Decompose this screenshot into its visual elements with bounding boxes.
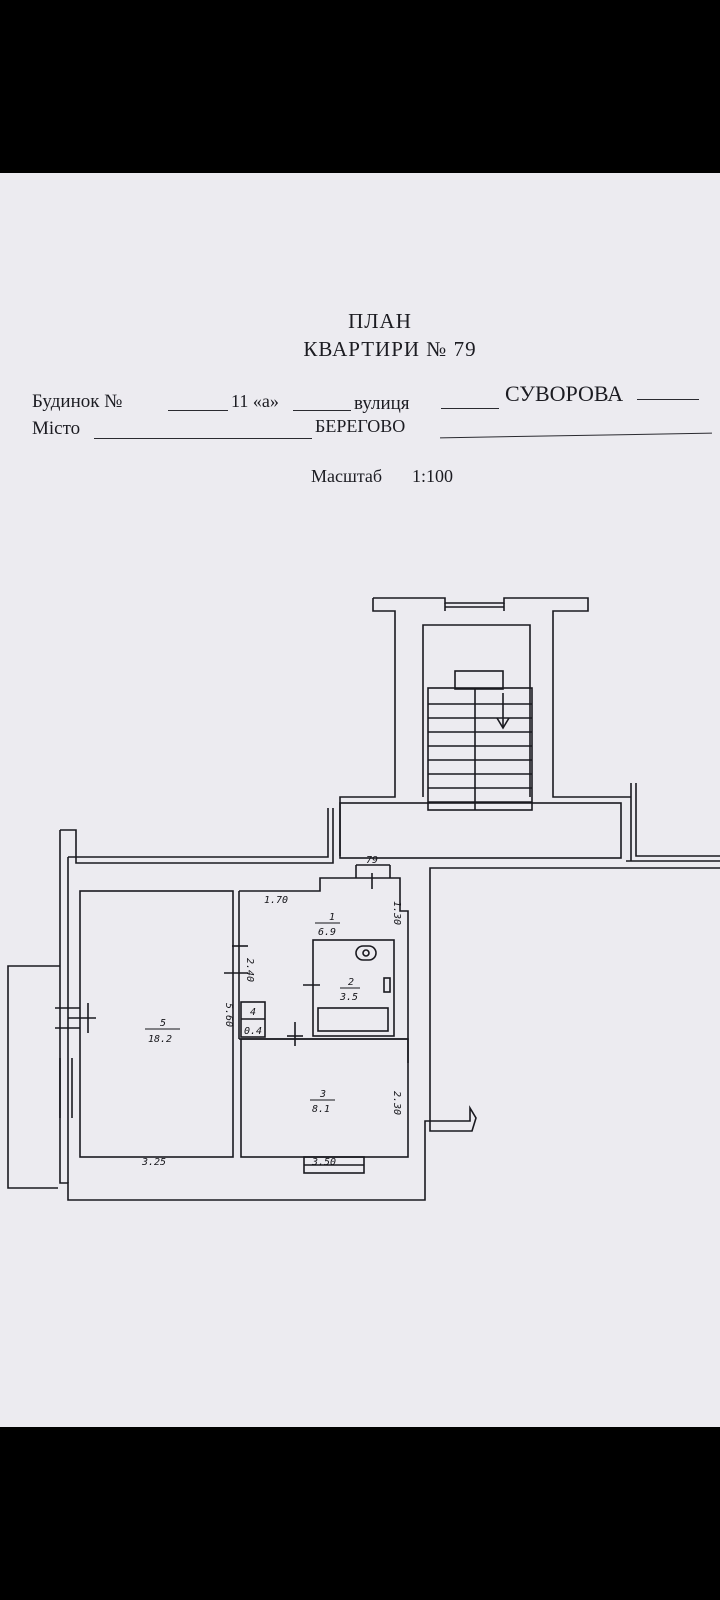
svg-text:4: 4 — [250, 1007, 256, 1018]
street-value: СУВОРОВА — [505, 381, 624, 406]
dim-living-width: 3.25 — [141, 1157, 166, 1168]
svg-text:0.4: 0.4 — [244, 1026, 262, 1037]
apartment-mark: 79 — [366, 855, 378, 866]
city-label: Місто — [32, 418, 81, 439]
house-value: 11 «а» — [231, 391, 279, 411]
house-underline-2 — [293, 410, 351, 411]
svg-text:3.5: 3.5 — [339, 992, 358, 1003]
svg-text:8.1: 8.1 — [312, 1104, 330, 1115]
svg-text:6.9: 6.9 — [318, 927, 336, 938]
dim-room3-length: 2.30 — [391, 1091, 402, 1115]
common-corridor — [339, 783, 720, 862]
city-underline-1 — [94, 438, 312, 439]
house-underline-1 — [168, 410, 228, 411]
house-label: Будинок № — [32, 391, 123, 412]
dim-hall-depth: 1.30 — [391, 901, 402, 925]
dim-hall-length: 2.40 — [244, 958, 255, 982]
apartment-outline — [7, 808, 720, 1201]
street-underline-2 — [637, 399, 699, 400]
room-2-outline — [312, 939, 395, 1037]
plan-sheet: ПЛАН КВАРТИРИ № 79 Будинок № 11 «а» вули… — [0, 173, 720, 1427]
svg-text:18.2: 18.2 — [148, 1034, 172, 1045]
stairwell — [339, 597, 631, 856]
svg-text:3: 3 — [319, 1089, 326, 1100]
room-2-label: 2 3.5 — [339, 977, 360, 1003]
document-title: ПЛАН — [348, 309, 412, 333]
dim-hall-width: 1.70 — [264, 895, 288, 906]
scale-label: Масштаб — [311, 466, 383, 486]
street-underline-1 — [441, 408, 499, 409]
scale-value: 1:100 — [412, 466, 454, 486]
dim-living-length: 5.60 — [223, 1003, 234, 1027]
street-label: вулиця — [354, 393, 410, 414]
dim-room3-width: 3.50 — [311, 1157, 336, 1168]
room-3-label: 3 8.1 — [310, 1089, 335, 1115]
svg-text:1: 1 — [329, 912, 335, 923]
floor-plan-drawing: 79 1.70 1.30 2.40 5.60 3.25 3.50 2.30 1 … — [7, 597, 720, 1201]
room-1-label: 1 6.9 — [315, 912, 340, 938]
room-5-outline — [79, 890, 234, 1158]
svg-text:5: 5 — [160, 1018, 166, 1029]
room-5-label: 5 18.2 — [145, 1018, 180, 1045]
document-subtitle: КВАРТИРИ № 79 — [303, 337, 477, 361]
city-value: БЕРЕГОВО — [315, 416, 406, 436]
svg-text:2: 2 — [348, 977, 354, 988]
room-4-label: 4 0.4 — [244, 1007, 262, 1037]
